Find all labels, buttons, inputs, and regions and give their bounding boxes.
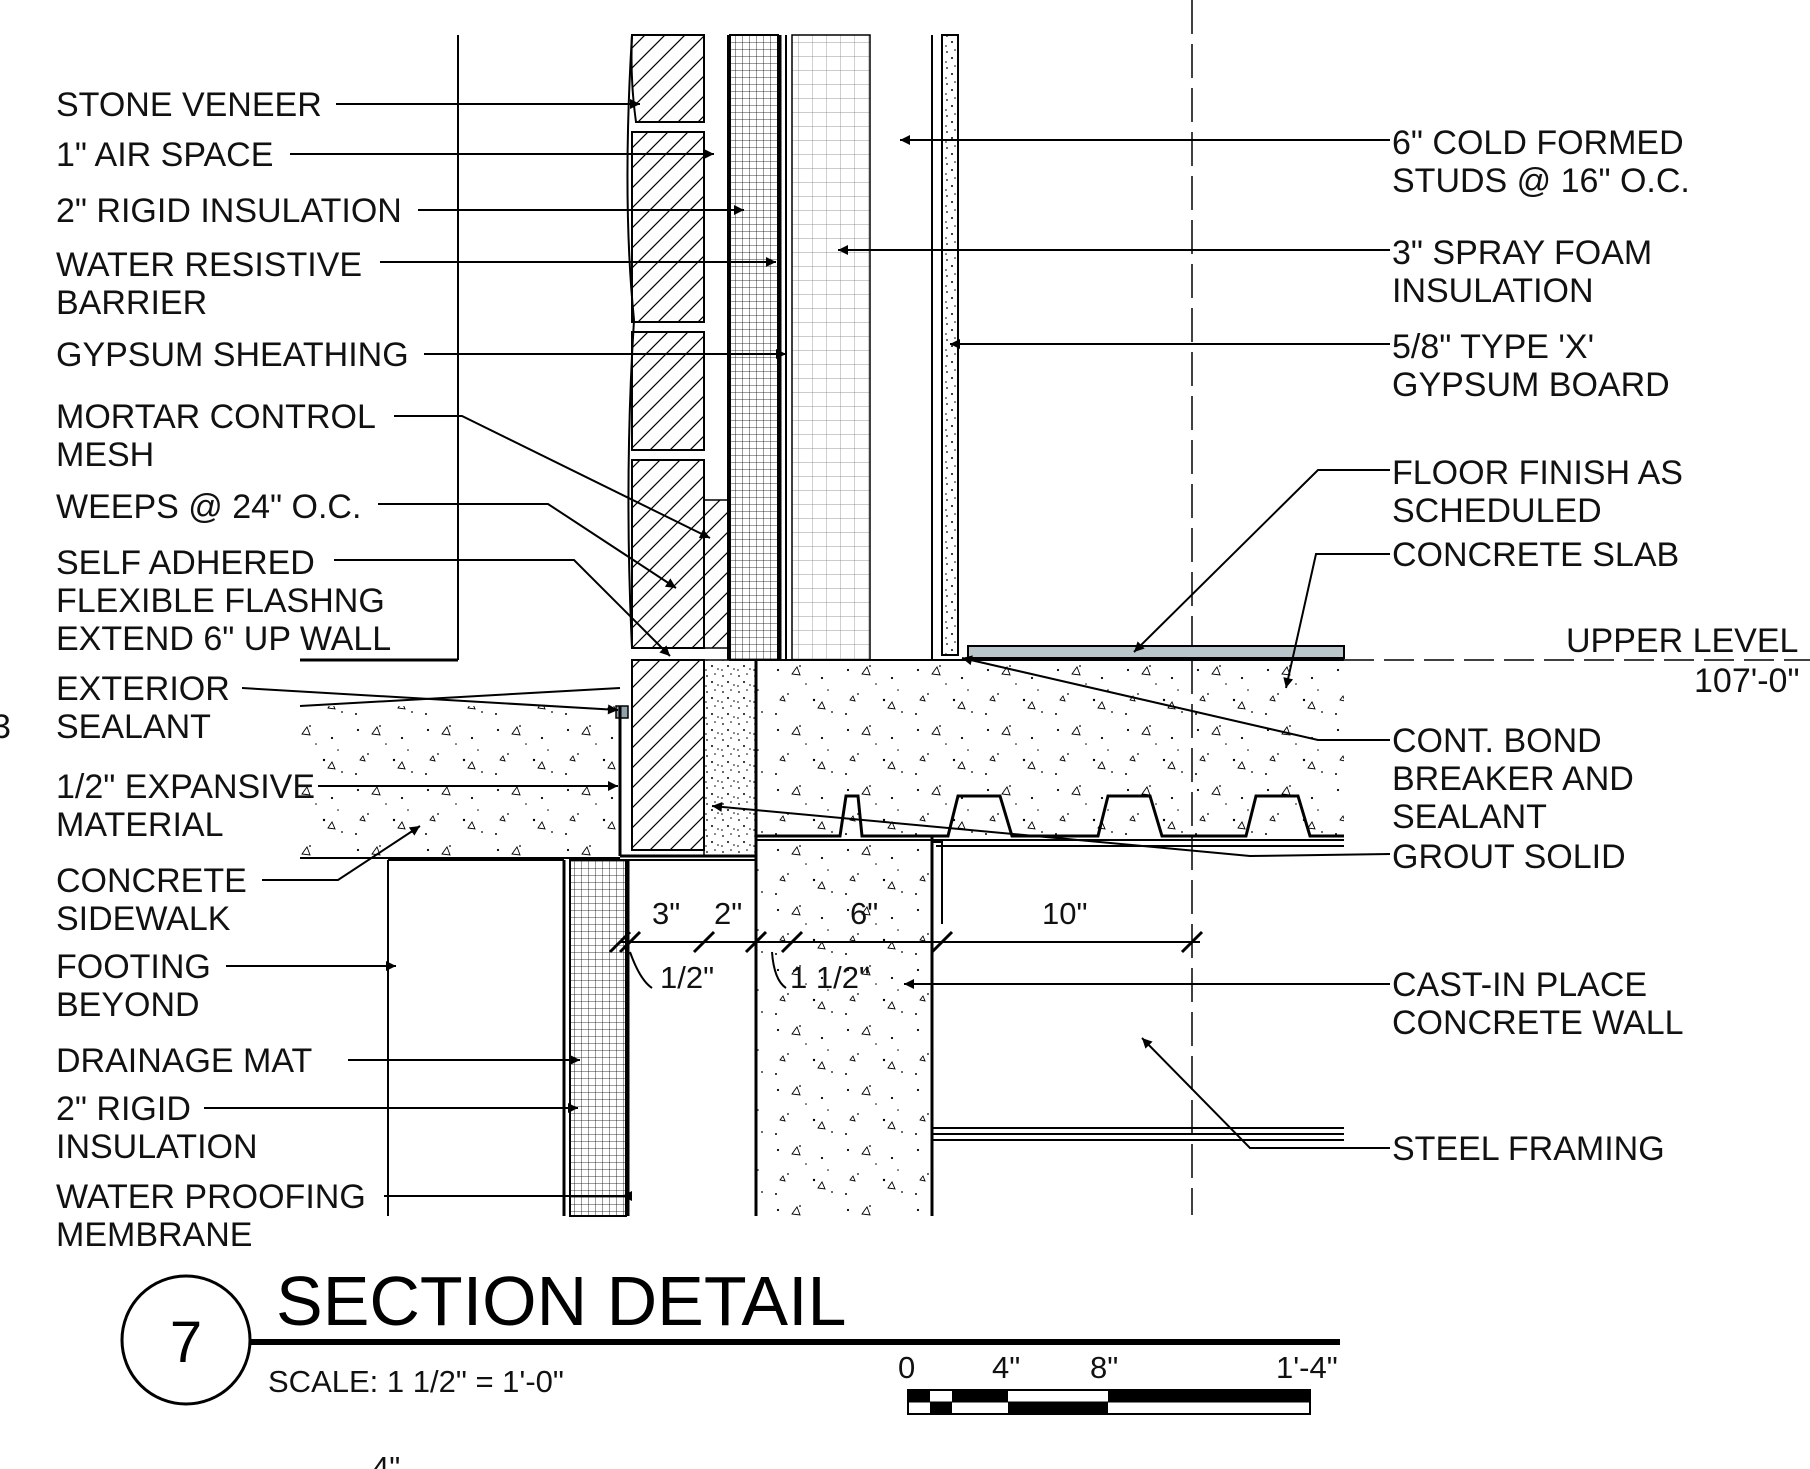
rigid-insulation xyxy=(729,34,779,661)
label-studs-2: STUDS @ 16" O.C. xyxy=(1392,162,1690,200)
label-bond-1: CONT. BOND xyxy=(1392,722,1602,760)
mortar-control-mesh xyxy=(703,499,729,649)
label-ext-sealant-1: EXTERIOR xyxy=(56,670,230,708)
label-spray-foam-2: INSULATION xyxy=(1392,272,1594,310)
label-wrb-2: BARRIER xyxy=(56,284,207,322)
dim-6in: 6" xyxy=(850,896,878,931)
title-block: 7 SECTION DETAIL SCALE: 1 1/2" = 1'-0" xyxy=(120,1262,1340,1406)
label-studs-1: 6" COLD FORMED xyxy=(1392,124,1684,162)
margin-fragment-left: 3 xyxy=(0,708,11,746)
dim-2in: 2" xyxy=(714,896,742,931)
margin-fragment-bottom: 4" xyxy=(372,1450,400,1469)
spray-foam-insulation xyxy=(791,34,871,661)
label-grout: GROUT SOLID xyxy=(1392,838,1626,876)
label-sidewalk-1: CONCRETE xyxy=(56,862,247,900)
label-spray-foam-1: 3" SPRAY FOAM xyxy=(1392,234,1652,272)
floor-finish xyxy=(967,645,1345,659)
stone-veneer xyxy=(626,34,705,649)
scale-bar-16in: 1'-4" xyxy=(1276,1350,1338,1385)
scale-text: SCALE: 1 1/2" = 1'-0" xyxy=(268,1364,564,1399)
label-rigid2-1: 2" RIGID xyxy=(56,1090,191,1128)
dim-10in: 10" xyxy=(1042,896,1088,931)
label-cip-1: CAST-IN PLACE xyxy=(1392,966,1647,1004)
label-ext-sealant-2: SEALANT xyxy=(56,708,211,746)
concrete-sidewalk xyxy=(299,687,629,859)
label-bond-3: SEALANT xyxy=(1392,798,1547,836)
foundation xyxy=(387,836,1344,1217)
label-mortar-mesh-2: MESH xyxy=(56,436,154,474)
label-level-elevation: 107'-0" xyxy=(1694,662,1800,700)
label-concrete-slab: CONCRETE SLAB xyxy=(1392,536,1679,574)
label-gyp-board-1: 5/8" TYPE 'X' xyxy=(1392,328,1594,366)
label-expansive-2: MATERIAL xyxy=(56,806,224,844)
label-flashing-3: EXTEND 6" UP WALL xyxy=(56,620,391,658)
dimension-string: 3" 2" 6" 10" 1/2" 1 1/2" xyxy=(608,896,1204,995)
label-rigid2-2: INSULATION xyxy=(56,1128,258,1166)
detail-title: SECTION DETAIL xyxy=(276,1262,846,1340)
label-gyp-board-2: GYPSUM BOARD xyxy=(1392,366,1670,404)
dim-3in: 3" xyxy=(652,896,680,931)
label-air-space: 1" AIR SPACE xyxy=(56,136,273,174)
label-steel-framing: STEEL FRAMING xyxy=(1392,1130,1665,1168)
detail-number: 7 xyxy=(170,1310,202,1375)
dim-one-half-in: 1 1/2" xyxy=(790,960,870,995)
label-wrb-1: WATER RESISTIVE xyxy=(56,246,362,284)
label-waterproofing-2: MEMBRANE xyxy=(56,1216,252,1254)
drainage-mat xyxy=(569,859,627,1217)
label-cip-2: CONCRETE WALL xyxy=(1392,1004,1684,1042)
scale-bar-4in: 4" xyxy=(992,1350,1020,1385)
label-waterproofing-1: WATER PROOFING xyxy=(56,1178,366,1216)
right-labels: 6" COLD FORMED STUDS @ 16" O.C. 3" SPRAY… xyxy=(1392,124,1800,1168)
label-drainage-mat: DRAINAGE MAT xyxy=(56,1042,312,1080)
label-flashing-1: SELF ADHERED xyxy=(56,544,315,582)
label-footing-2: BEYOND xyxy=(56,986,200,1024)
label-expansive-1: 1/2" EXPANSIVE xyxy=(56,768,315,806)
grout-solid xyxy=(703,659,757,857)
scale-bar-8in: 8" xyxy=(1090,1350,1118,1385)
label-flashing-2: FLEXIBLE FLASHNG xyxy=(56,582,385,620)
left-labels: STONE VENEER 1" AIR SPACE 2" RIGID INSUL… xyxy=(0,86,409,1254)
label-level-name: UPPER LEVEL xyxy=(1566,622,1798,660)
label-weeps: WEEPS @ 24" O.C. xyxy=(56,488,361,526)
label-floor-finish-2: SCHEDULED xyxy=(1392,492,1602,530)
floor-slab xyxy=(754,645,1810,847)
cast-in-place-wall xyxy=(756,836,932,1216)
scale-bar-0: 0 xyxy=(898,1350,915,1385)
label-floor-finish-1: FLOOR FINISH AS xyxy=(1392,454,1683,492)
label-mortar-mesh-1: MORTAR CONTROL xyxy=(56,398,376,436)
dim-half-in: 1/2" xyxy=(660,960,714,995)
label-sidewalk-2: SIDEWALK xyxy=(56,900,231,938)
upper-wall-assembly xyxy=(626,0,1193,1215)
label-bond-2: BREAKER AND xyxy=(1392,760,1634,798)
label-footing-1: FOOTING xyxy=(56,948,211,986)
label-stone-veneer: STONE VENEER xyxy=(56,86,322,124)
exterior-sealant xyxy=(615,705,629,719)
label-rigid-insulation: 2" RIGID INSULATION xyxy=(56,192,402,230)
graphic-scale-bar: 0 4" 8" 1'-4" xyxy=(898,1350,1338,1415)
leader-lines xyxy=(204,99,1391,1201)
concrete-slab xyxy=(756,660,1344,836)
label-gypsum-sheathing: GYPSUM SHEATHING xyxy=(56,336,409,374)
lower-stone-veneer xyxy=(631,659,705,851)
